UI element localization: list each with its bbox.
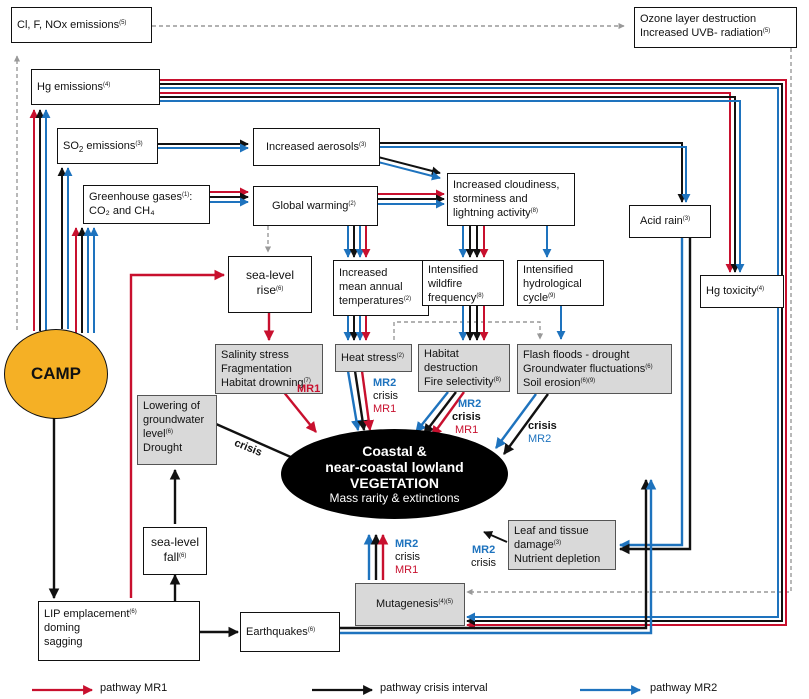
wildfire-box: Intensified wildfire frequency(8) bbox=[422, 260, 504, 306]
label-crisis-leaf: crisis bbox=[471, 557, 497, 569]
ghg-warming-routes bbox=[210, 187, 445, 209]
label-crisis-flash: crisis bbox=[528, 420, 557, 432]
sealevel-rise-box: sea-level rise(6) bbox=[228, 256, 312, 313]
to-vegetation bbox=[206, 370, 549, 464]
leaf-to-vegetation bbox=[483, 531, 508, 543]
heat-stress-box: Heat stress(2) bbox=[335, 344, 412, 372]
cloud-to-wildfire bbox=[458, 226, 489, 258]
sealevel-fall-box: sea-level fall(6) bbox=[143, 527, 207, 575]
legend-mr1: pathway MR1 bbox=[100, 682, 168, 694]
temperatures-box: Increased mean annual temperatures(2) bbox=[333, 260, 429, 316]
label-crisis-habitat: crisis bbox=[452, 411, 481, 423]
camp-up-arrows bbox=[29, 109, 99, 333]
legend-mr2: pathway MR2 bbox=[650, 682, 718, 694]
dashed-arrow-ozone-to-mutagenesis bbox=[466, 48, 792, 596]
camp-label: CAMP bbox=[30, 364, 82, 383]
hg-emissions-box: Hg emissions(4) bbox=[31, 69, 160, 105]
so2-emissions-box: SO2 emissions(3) bbox=[57, 128, 158, 164]
wildfire-to-habitat bbox=[458, 306, 489, 341]
vegetation-ellipse: Coastal & near-coastal lowland VEGETATIO… bbox=[281, 429, 508, 519]
dashed-connectors bbox=[13, 22, 792, 596]
label-mr2-mutagenesis: MR2 bbox=[395, 538, 419, 550]
label-mr2-habitat: MR2 bbox=[458, 398, 482, 410]
lip-emplacement-box: LIP emplacement(6) doming sagging bbox=[38, 601, 200, 661]
label-mr1-habitat: MR1 bbox=[455, 424, 479, 436]
global-warming-box: Global warming(2) bbox=[253, 186, 378, 226]
aerosols-box: Increased aerosols(3) bbox=[253, 128, 380, 166]
label-mr1-mutagenesis: MR1 bbox=[395, 564, 419, 576]
mutagenesis-up bbox=[363, 533, 389, 580]
temp-to-heat bbox=[343, 316, 371, 341]
cloudiness-box: Increased cloudiness, storminess and lig… bbox=[447, 173, 575, 226]
lip-routes bbox=[48, 418, 657, 638]
legend-crisis: pathway crisis interval bbox=[380, 682, 488, 694]
camp-ellipse: CAMP bbox=[4, 329, 108, 419]
hg-routes bbox=[160, 79, 787, 630]
lowering-groundwater-box: Lowering of groundwater level(6) Drought bbox=[137, 395, 217, 465]
hg-toxicity-box: Hg toxicity(4) bbox=[700, 275, 784, 308]
label-mr2-heat: MR2 bbox=[373, 377, 397, 389]
cl-emissions-box: Cl, F, NOx emissions(5) bbox=[11, 7, 152, 43]
label-mr1-salinity: MR1 bbox=[297, 383, 321, 395]
greenhouse-gases-box: Greenhouse gases(1): CO₂ and CH₄ bbox=[83, 185, 210, 224]
label-crisis-heat: crisis bbox=[373, 390, 399, 402]
acid-to-leaf bbox=[618, 238, 692, 555]
leaf-damage-box: Leaf and tissue damage(3) Nutrient deple… bbox=[508, 520, 616, 570]
so2-aerosol-routes bbox=[158, 139, 691, 203]
salinity-box: Salinity stress Fragmentation Habitat dr… bbox=[215, 344, 323, 394]
hydrological-box: Intensified hydrological cycle(9) bbox=[517, 260, 604, 306]
acid-rain-box: Acid rain(3) bbox=[629, 205, 711, 238]
label-mr2-leaf: MR2 bbox=[472, 544, 496, 556]
sealevel-rise-routes bbox=[129, 269, 275, 598]
label-mr1-heat: MR1 bbox=[373, 403, 397, 415]
label-mr2-flash: MR2 bbox=[528, 433, 552, 445]
ozone-box: Ozone layer destruction Increased UVB- r… bbox=[634, 7, 797, 48]
dashed-arrow-wildfire-to-flash bbox=[393, 321, 544, 340]
mutagenesis-box: Mutagenesis(4)(5) bbox=[355, 583, 465, 626]
flash-floods-box: Flash floods - drought Groundwater fluct… bbox=[517, 344, 672, 394]
earthquakes-box: Earthquakes(6) bbox=[240, 612, 340, 652]
label-crisis-mutagenesis: crisis bbox=[395, 551, 421, 563]
warming-to-temp bbox=[343, 226, 371, 258]
habitat-destruction-box: Habitat destruction Fire selectivity(8) bbox=[418, 344, 510, 392]
